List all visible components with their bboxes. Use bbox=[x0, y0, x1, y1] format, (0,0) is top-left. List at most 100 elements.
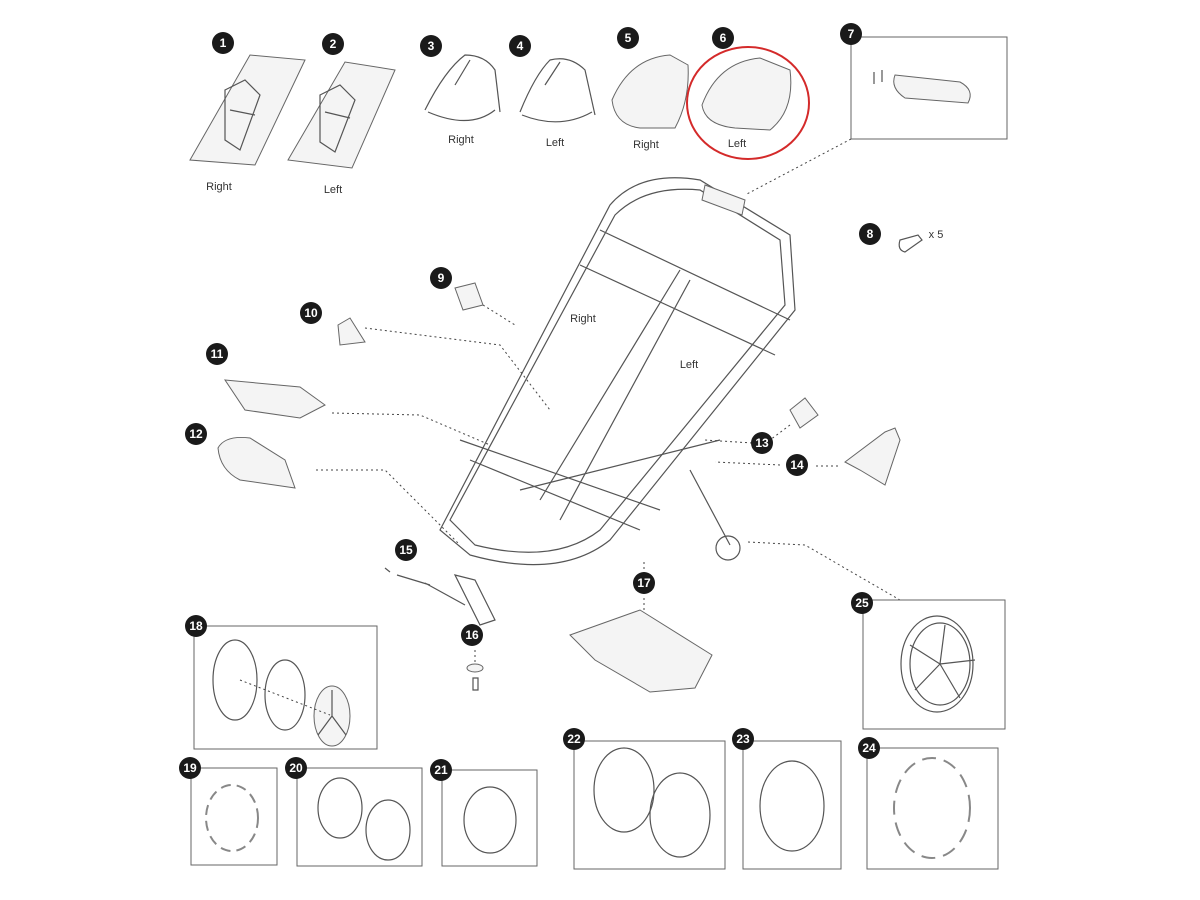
part-number-badge-12: 12 bbox=[185, 423, 207, 445]
part-number: 22 bbox=[567, 732, 581, 746]
badge-circle bbox=[185, 615, 207, 637]
part-number-badge-13: 13 bbox=[751, 432, 773, 454]
part-number-badge-16: 16 bbox=[461, 624, 483, 646]
badge-circle bbox=[420, 35, 442, 57]
stroller-frame-drawing bbox=[439, 177, 796, 626]
part-11-drawing bbox=[224, 379, 326, 419]
part-number: 15 bbox=[399, 543, 413, 557]
badge-circle bbox=[633, 572, 655, 594]
part-number-badge-4: 4 bbox=[509, 35, 531, 57]
tire-tube-small-drawing bbox=[317, 777, 363, 839]
part-number: 2 bbox=[330, 37, 337, 51]
badge-circle bbox=[395, 539, 417, 561]
part-20-box bbox=[296, 767, 423, 867]
badge-circle bbox=[509, 35, 531, 57]
part-number: 8 bbox=[867, 227, 874, 241]
part-9-drawing bbox=[454, 282, 484, 311]
badge-circle bbox=[858, 737, 880, 759]
part-number: 1 bbox=[220, 36, 227, 50]
inner-tube-large-drawing bbox=[759, 760, 825, 852]
part-number: 18 bbox=[189, 619, 203, 633]
part-21-box bbox=[441, 769, 538, 867]
badge-circle bbox=[786, 454, 808, 476]
part-number: 5 bbox=[625, 31, 632, 45]
reflector-strips-large-drawing bbox=[893, 757, 971, 859]
part-label: Right bbox=[633, 139, 659, 151]
part-25-box bbox=[862, 599, 1006, 730]
inner-tube-small-drawing bbox=[463, 786, 517, 854]
badge-circle bbox=[712, 27, 734, 49]
part-18-box bbox=[193, 625, 378, 750]
part-number-badge-1: 1 bbox=[212, 32, 234, 54]
part-number-badge-15: 15 bbox=[395, 539, 417, 561]
badge-circle bbox=[751, 432, 773, 454]
tire-tube-large-drawing bbox=[593, 747, 655, 833]
badge-circle bbox=[430, 267, 452, 289]
part-number: 25 bbox=[855, 596, 869, 610]
reflector-strips-small-drawing bbox=[205, 784, 259, 852]
part-number-badge-3: 3 bbox=[420, 35, 442, 57]
seat-right-drawing bbox=[189, 54, 306, 166]
part-number: 4 bbox=[517, 39, 524, 53]
canopy-left-drawing bbox=[701, 57, 792, 131]
part-12-drawing bbox=[217, 437, 296, 489]
part-label: Left bbox=[546, 137, 564, 149]
part-number-badge-19: 19 bbox=[179, 757, 201, 779]
badge-circle bbox=[179, 757, 201, 779]
part-number-badge-11: 11 bbox=[206, 343, 228, 365]
handlebar-foam-drawing bbox=[893, 74, 971, 104]
part-14-drawing bbox=[844, 427, 901, 486]
part-number: 16 bbox=[465, 628, 479, 642]
washer-drawing bbox=[466, 663, 484, 673]
badge-circle bbox=[563, 728, 585, 750]
part-number-badge-23: 23 bbox=[732, 728, 754, 750]
part-number-badge-6: 6 bbox=[712, 27, 734, 49]
part-label: Right bbox=[206, 181, 232, 193]
badge-circle bbox=[212, 32, 234, 54]
part-number: 24 bbox=[862, 741, 876, 755]
quantity-label: x 5 bbox=[929, 229, 944, 241]
badge-circle bbox=[732, 728, 754, 750]
part-10-drawing bbox=[337, 317, 366, 346]
bolt-drawing bbox=[898, 234, 923, 253]
part-number: 9 bbox=[438, 271, 445, 285]
part-number: 13 bbox=[755, 436, 769, 450]
part-number: 14 bbox=[790, 458, 804, 472]
part-19-box bbox=[190, 767, 278, 866]
part-number-badge-7: 7 bbox=[840, 23, 862, 45]
part-number: 17 bbox=[637, 576, 651, 590]
badge-circle bbox=[430, 759, 452, 781]
part-number-badge-18: 18 bbox=[185, 615, 207, 637]
frame-label-left: Left bbox=[680, 359, 698, 371]
canopy-right-drawing bbox=[611, 54, 689, 129]
badge-circle bbox=[617, 27, 639, 49]
part-number: 20 bbox=[289, 761, 303, 775]
part-label: Right bbox=[448, 134, 474, 146]
badge-circle bbox=[461, 624, 483, 646]
front-wheel-assembly-drawing bbox=[212, 639, 351, 747]
part-7-box bbox=[850, 36, 1008, 140]
part-number: 12 bbox=[189, 427, 203, 441]
part-number: 10 bbox=[304, 306, 318, 320]
part-number: 19 bbox=[183, 761, 197, 775]
part-number-badge-25: 25 bbox=[851, 592, 873, 614]
part-number-badge-2: 2 bbox=[322, 33, 344, 55]
badge-circle bbox=[206, 343, 228, 365]
part-number: 21 bbox=[434, 763, 448, 777]
badge-circle bbox=[285, 757, 307, 779]
badge-circle bbox=[322, 33, 344, 55]
basket-drawing bbox=[569, 609, 713, 693]
part-number-badge-20: 20 bbox=[285, 757, 307, 779]
badge-circle bbox=[300, 302, 322, 324]
badge-circle bbox=[859, 223, 881, 245]
axle-pin-drawing bbox=[384, 567, 466, 606]
part-number: 23 bbox=[736, 732, 750, 746]
part-number-badge-10: 10 bbox=[300, 302, 322, 324]
part-23-box bbox=[742, 740, 842, 870]
part-number-badge-8: 8 bbox=[859, 223, 881, 245]
frame-label-right: Right bbox=[570, 313, 596, 325]
part-24-box bbox=[866, 747, 999, 870]
part-number: 11 bbox=[211, 347, 224, 361]
badge-circle bbox=[851, 592, 873, 614]
rear-wheel-drawing bbox=[900, 615, 976, 713]
